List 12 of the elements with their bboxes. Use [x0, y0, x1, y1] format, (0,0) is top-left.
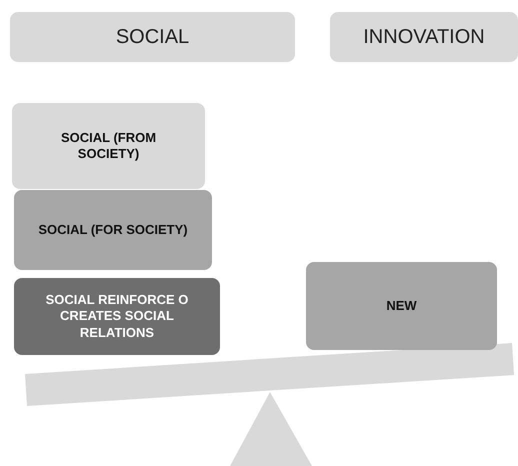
- category-header: [10, 12, 295, 62]
- weight-block: [14, 190, 212, 270]
- block-label: SOCIAL: [116, 24, 190, 50]
- weight-block: [12, 103, 205, 189]
- block-label: INNOVATION: [363, 24, 485, 50]
- weight-block: [14, 278, 220, 355]
- category-header: [330, 12, 518, 62]
- weight-block: [306, 262, 497, 350]
- block-label: SOCIAL (FROM SOCIETY): [60, 130, 158, 162]
- block-label: SOCIAL (FOR SOCIETY): [38, 222, 188, 238]
- block-label: NEW: [386, 298, 417, 314]
- block-label: SOCIAL REINFORCE O CREATES SOCIAL RELATIONS: [44, 292, 190, 341]
